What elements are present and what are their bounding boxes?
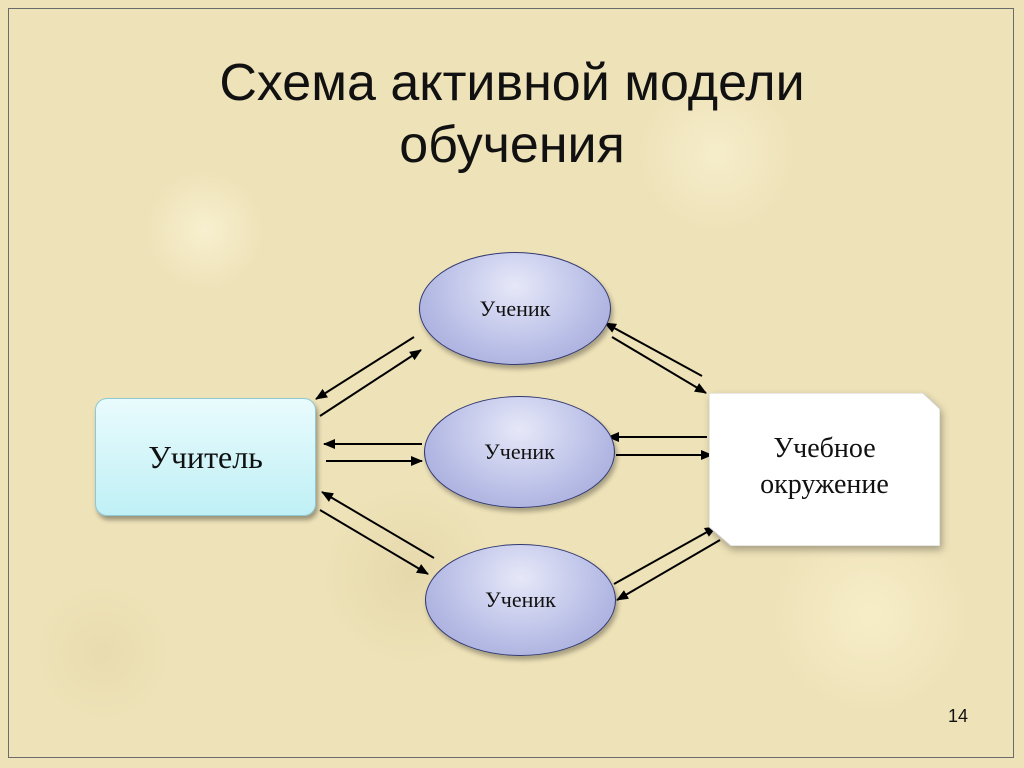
arrow-pupil3-to-teacher <box>321 491 435 559</box>
title-line-2: обучения <box>399 116 625 174</box>
page-number: 14 <box>947 706 969 726</box>
environment-label: Учебное окружение <box>709 393 940 546</box>
teacher-label: Учитель <box>148 438 263 475</box>
pupil-label-3: Ученик <box>485 587 556 612</box>
arrow-teacher-to-pupil1 <box>319 349 422 417</box>
pupil-label-2: Ученик <box>484 439 555 464</box>
pupil-ellipse-2: Ученик <box>424 396 615 508</box>
slide-frame <box>8 8 1014 758</box>
environment-line-1: Учебное <box>773 432 876 464</box>
arrow-pupil1-to-teacher <box>315 336 415 400</box>
pupil-ellipse-3: Ученик <box>425 544 616 656</box>
arrow-pupil3-to-environment <box>613 526 717 585</box>
environment-box <box>709 393 940 546</box>
slide-title: Схема активной модели обучения <box>0 52 1024 176</box>
arrow-environment-to-pupil1 <box>604 322 703 377</box>
teacher-box: Учитель <box>95 398 316 516</box>
arrow-environment-to-pupil3 <box>616 539 721 601</box>
title-line-1: Схема активной модели <box>219 54 805 112</box>
pupil-ellipse-1: Ученик <box>419 252 611 365</box>
environment-line-2: окружение <box>760 468 889 500</box>
arrow-pupil1-to-environment <box>611 336 707 394</box>
arrow-teacher-to-pupil3 <box>319 509 429 575</box>
pupil-label-1: Ученик <box>479 295 551 321</box>
